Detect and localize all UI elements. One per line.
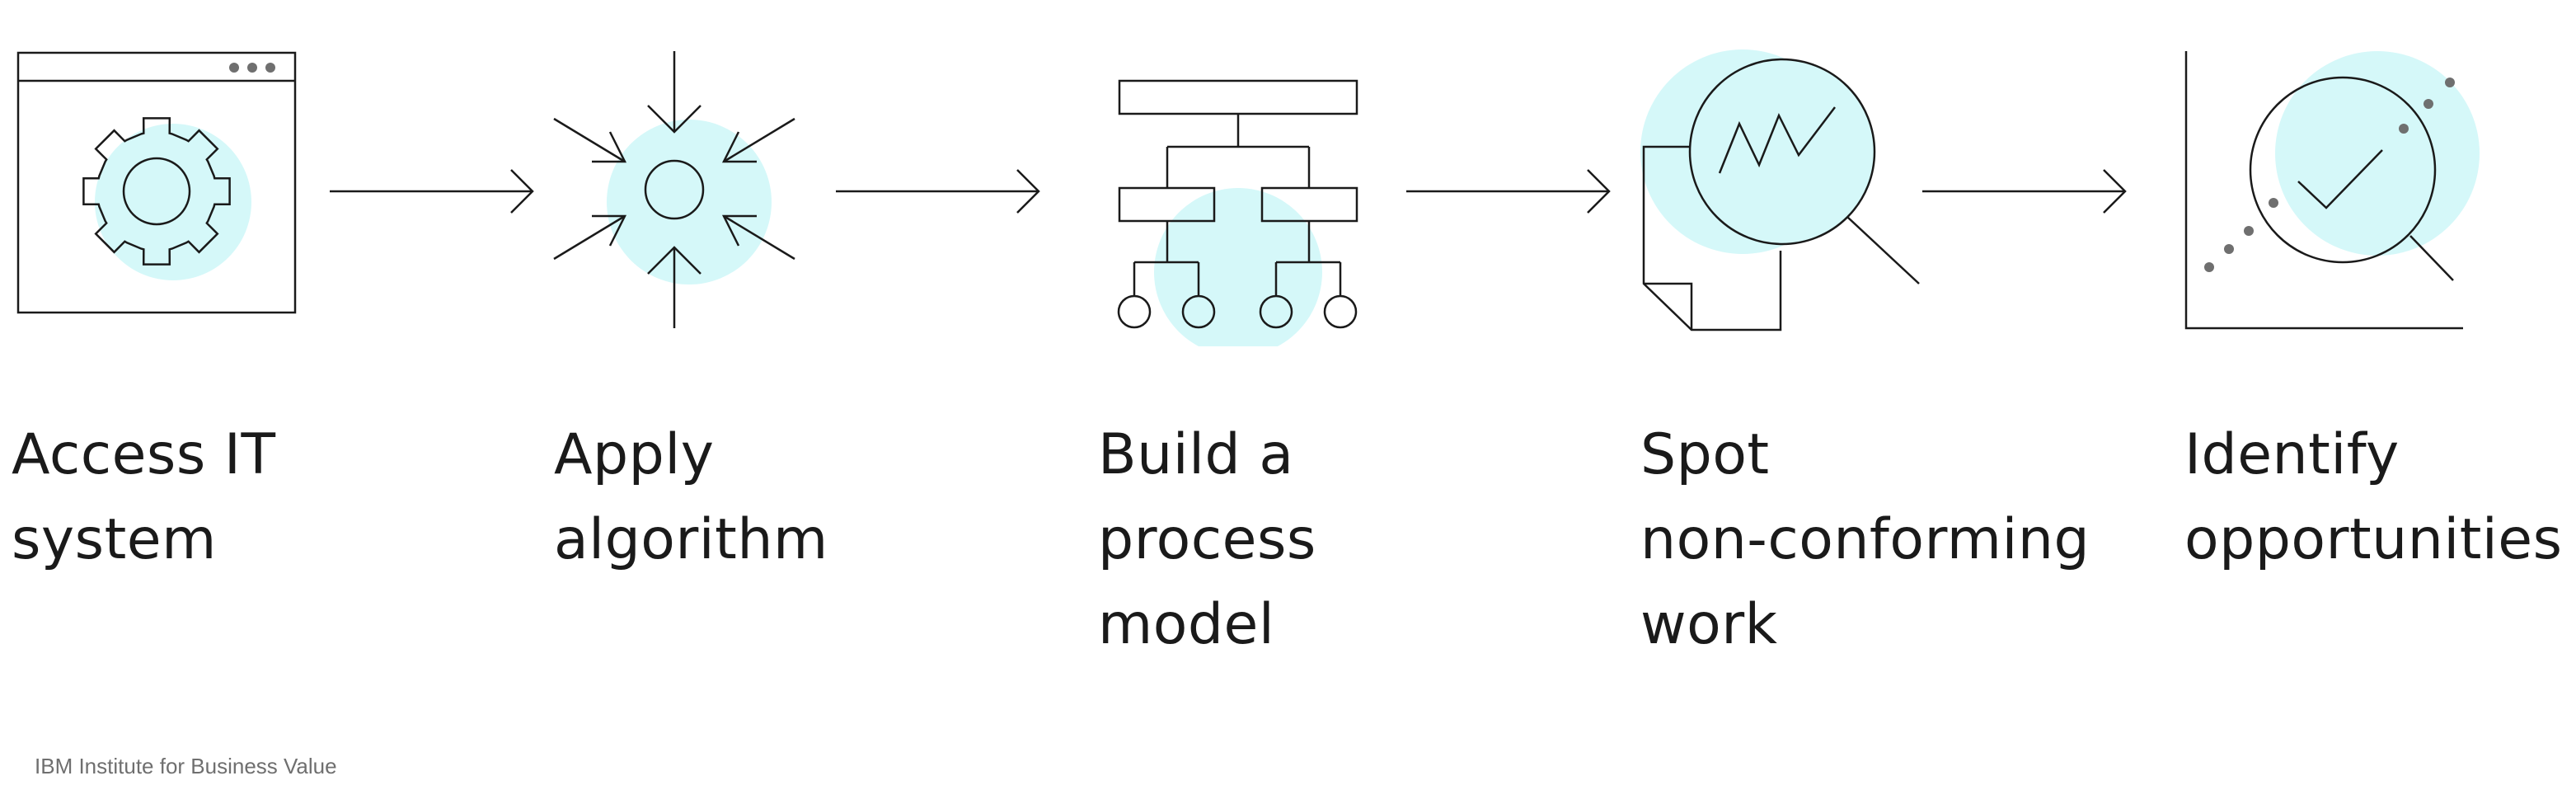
step-label-line: process bbox=[1098, 507, 1316, 572]
arrow-2-icon bbox=[836, 169, 1040, 214]
step-label-access-it-system: Access IT system bbox=[12, 412, 276, 582]
icons-canvas bbox=[16, 49, 2480, 346]
magnifier-document-icon bbox=[1640, 49, 1920, 331]
step-label-line: Spot bbox=[1640, 422, 1770, 487]
source-footer: IBM Institute for Business Value bbox=[35, 754, 337, 778]
step-label-line: Access IT bbox=[12, 422, 276, 487]
step-label-line: Build a bbox=[1098, 422, 1294, 487]
step-label-line: work bbox=[1640, 592, 1778, 657]
step-label-line: Apply bbox=[554, 422, 715, 487]
step-label-line: system bbox=[12, 507, 217, 572]
arrow-4-icon bbox=[1922, 169, 2127, 214]
step-label-apply-algorithm: Apply algorithm bbox=[554, 412, 828, 582]
step-label-line: Identify bbox=[2184, 422, 2400, 487]
gear-in-window-icon bbox=[16, 51, 297, 314]
converging-arrows-icon bbox=[553, 51, 795, 328]
step-label-build-process-model: Build a process model bbox=[1098, 412, 1316, 667]
arrow-3-icon bbox=[1406, 169, 1611, 214]
step-label-identify-opportunities: Identify opportunities bbox=[2184, 412, 2563, 582]
arrow-1-icon bbox=[330, 169, 534, 214]
hierarchy-tree-icon bbox=[1117, 79, 1358, 346]
step-label-line: non-conforming bbox=[1640, 507, 2090, 572]
step-label-spot-non-conforming-work: Spot non-conforming work bbox=[1640, 412, 2090, 667]
magnifier-chart-check-icon bbox=[2184, 51, 2480, 330]
step-label-line: opportunities bbox=[2184, 507, 2563, 572]
step-label-line: model bbox=[1098, 592, 1275, 657]
step-label-line: algorithm bbox=[554, 507, 828, 572]
